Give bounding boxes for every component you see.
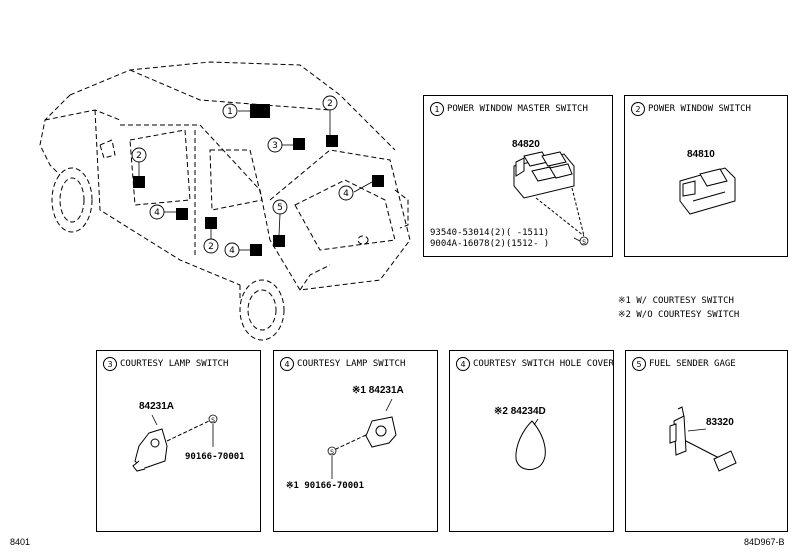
marker-4c: 4 — [229, 246, 235, 256]
corner-left-code: 8401 — [10, 537, 31, 547]
part-number: 84820 — [512, 139, 540, 150]
part-number: 83320 — [706, 417, 734, 428]
box-number: 4 — [456, 357, 470, 371]
note-1: ※1 W/ COURTESY SWITCH — [618, 296, 734, 306]
box-title-text: COURTESY LAMP SWITCH — [297, 359, 406, 369]
box-number: 2 — [631, 102, 645, 116]
box-title-text: FUEL SENDER GAGE — [649, 359, 736, 369]
marker-2a: 2 — [327, 99, 333, 109]
box-title: 3 COURTESY LAMP SWITCH — [103, 357, 228, 371]
fastener-2: 9004A-16078(2)(1512- ) — [430, 239, 550, 249]
marker-4b: 4 — [154, 208, 160, 218]
box-power-window-switch: 2 POWER WINDOW SWITCH 84810 — [624, 95, 788, 257]
marker-3: 3 — [272, 141, 278, 151]
part-number: 84231A — [139, 401, 175, 412]
master-switch-part-icon: S — [513, 151, 589, 246]
box-title-text: POWER WINDOW SWITCH — [648, 104, 751, 114]
fuel-sender-part-icon — [669, 406, 737, 472]
box-title: 2 POWER WINDOW SWITCH — [631, 102, 751, 116]
box-number: 1 — [430, 102, 444, 116]
box-title: 5 FUEL SENDER GAGE — [632, 357, 736, 371]
box-number: 3 — [103, 357, 117, 371]
marker-2b: 2 — [136, 151, 142, 161]
marker-1: 1 — [227, 107, 233, 117]
box-number: 5 — [632, 357, 646, 371]
fastener-1: 93540-53014(2)( -1511) — [430, 228, 550, 238]
marker-4a: 4 — [343, 189, 349, 199]
hole-cover-part-icon — [515, 418, 546, 470]
courtesy-switch-part-icon: S — [132, 414, 218, 472]
box-title: 4 COURTESY SWITCH HOLE COVER — [456, 357, 614, 371]
box-fuel-sender-gage: 5 FUEL SENDER GAGE 83320 — [625, 350, 788, 532]
box-title-text: POWER WINDOW MASTER SWITCH — [447, 104, 588, 114]
screw-symbol: S — [582, 239, 586, 246]
part-number: 84810 — [687, 149, 715, 160]
marker-2c: 2 — [208, 242, 214, 252]
box-title: 4 COURTESY LAMP SWITCH — [280, 357, 405, 371]
window-switch-part-icon — [679, 167, 736, 215]
box-title: 1 POWER WINDOW MASTER SWITCH — [430, 102, 588, 116]
box-title-text: COURTESY SWITCH HOLE COVER — [473, 359, 614, 369]
screw-symbol: S — [211, 417, 215, 424]
courtesy-switch-part-icon: S — [327, 398, 397, 479]
screw-part-number: ※1 90166-70001 — [286, 481, 364, 491]
box-power-window-master-switch: 1 POWER WINDOW MASTER SWITCH 84820 S 935… — [423, 95, 613, 257]
box-title-text: COURTESY LAMP SWITCH — [120, 359, 229, 369]
screw-part-number: 90166-70001 — [185, 452, 245, 462]
box-courtesy-switch-hole-cover: 4 COURTESY SWITCH HOLE COVER ※2 84234D — [449, 350, 614, 532]
box-number: 4 — [280, 357, 294, 371]
note-2: ※2 W/O COURTESY SWITCH — [618, 310, 740, 320]
corner-right-code: 84D967-B — [744, 537, 785, 547]
box-courtesy-lamp-switch-4: 4 COURTESY LAMP SWITCH ※1 84231A S ※1 90… — [273, 350, 438, 532]
box-courtesy-lamp-switch-3: 3 COURTESY LAMP SWITCH 84231A S 90166-70… — [96, 350, 261, 532]
part-number: ※2 84234D — [494, 406, 546, 417]
part-number: ※1 84231A — [352, 385, 404, 396]
screw-symbol: S — [330, 449, 334, 456]
marker-5: 5 — [277, 203, 283, 213]
